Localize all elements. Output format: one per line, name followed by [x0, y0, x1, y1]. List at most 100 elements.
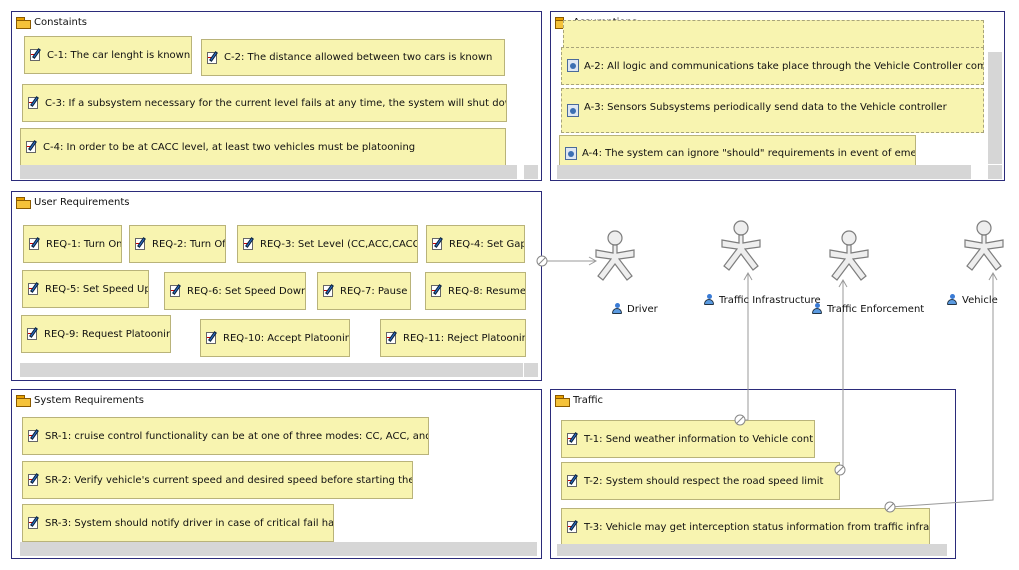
requirement-icon [28, 473, 40, 486]
connector-t3-to-vehicle [889, 273, 994, 508]
traffic-requirement-text: T-2: System should respect the road spee… [584, 475, 824, 487]
horizontal-scrollbar[interactable] [20, 165, 517, 179]
requirement-icon [28, 516, 40, 529]
requirement-icon [432, 237, 444, 250]
constraint-text: C-1: The car lenght is known [47, 49, 191, 61]
actor-name: Traffic Enforcement [827, 303, 925, 315]
package-title: System Requirements [16, 393, 144, 407]
scrollbar-corner [524, 363, 538, 377]
requirement-text: REQ-1: Turn On [46, 238, 122, 250]
requirement-req7[interactable]: REQ-7: Pause [317, 272, 411, 310]
requirement-icon [243, 237, 255, 250]
requirement-text: REQ-7: Pause [340, 285, 408, 297]
vertical-scrollbar[interactable] [988, 52, 1002, 164]
system-requirement-text: SR-1: cruise control functionality can b… [45, 430, 429, 442]
actor-icon [702, 294, 715, 306]
traffic-requirement-t1[interactable]: T-1: Send weather information to Vehicle… [561, 420, 815, 458]
system-requirement-text: SR-2: Verify vehicle's current speed and… [45, 474, 413, 486]
requirement-text: REQ-2: Turn Off [152, 238, 226, 250]
actor-icon [945, 294, 958, 306]
requirement-icon [28, 96, 40, 109]
vehicle-actor-figure [964, 220, 1004, 271]
requirement-text: REQ-9: Request Platooning [44, 328, 171, 340]
requirement-req4[interactable]: REQ-4: Set Gap [426, 225, 525, 263]
horizontal-scrollbar[interactable] [557, 544, 947, 556]
requirement-icon [567, 474, 579, 487]
package-assumptions[interactable]: Assumptions A-2: All logic and communica… [550, 11, 1005, 181]
actor-traffic-enforcement[interactable]: Traffic Enforcement [810, 303, 924, 315]
requirement-icon [26, 140, 38, 153]
requirement-icon [206, 331, 218, 344]
package-system-requirements[interactable]: System Requirements SR-1: cruise control… [11, 389, 542, 559]
requirement-req8[interactable]: REQ-8: Resume [425, 272, 526, 310]
folder-icon [16, 16, 31, 29]
package-title: Traffic [555, 393, 603, 407]
requirement-text: REQ-10: Accept Platooning [223, 332, 350, 344]
constraint-c3[interactable]: C-3: If a subsystem necessary for the cu… [22, 84, 507, 122]
actor-driver[interactable]: Driver [610, 303, 658, 315]
requirement-req11[interactable]: REQ-11: Reject Platooning [380, 319, 526, 357]
requirement-text: REQ-11: Reject Platooning [403, 332, 526, 344]
assumption-text: A-3: Sensors Subsystems periodically sen… [584, 102, 947, 113]
assumption-a1-partial[interactable] [563, 20, 984, 48]
package-title-label: Traffic [573, 394, 604, 406]
actor-name: Vehicle [962, 294, 998, 306]
constraint-text: C-2: The distance allowed between two ca… [224, 52, 493, 63]
requirement-icon [386, 331, 398, 344]
requirement-req5[interactable]: REQ-5: Set Speed Up [22, 270, 149, 308]
assumption-text: A-2: All logic and communications take p… [584, 60, 984, 72]
package-traffic[interactable]: Traffic T-1: Send weather information to… [550, 389, 956, 559]
requirement-text: REQ-6: Set Speed Down [187, 285, 306, 297]
requirement-text: REQ-4: Set Gap [449, 238, 525, 250]
traffic-requirement-t3[interactable]: T-3: Vehicle may get interception status… [561, 508, 930, 546]
system-requirement-sr2[interactable]: SR-2: Verify vehicle's current speed and… [22, 461, 413, 499]
requirement-req9[interactable]: REQ-9: Request Platooning [21, 315, 171, 353]
requirement-req6[interactable]: REQ-6: Set Speed Down [164, 272, 306, 310]
requirement-icon [323, 284, 335, 297]
traffic-infrastructure-actor-figure [721, 220, 761, 271]
assumption-icon [567, 59, 579, 72]
requirement-icon [27, 327, 39, 340]
package-title: User Requirements [16, 195, 130, 209]
horizontal-scrollbar[interactable] [20, 363, 523, 377]
traffic-enforcement-actor-figure [829, 230, 869, 281]
package-user-requirements[interactable]: User Requirements REQ-1: Turn On REQ-2: … [11, 191, 542, 381]
package-constraints[interactable]: Constaints C-1: The car lenght is known … [11, 11, 542, 181]
assumption-a3[interactable]: A-3: Sensors Subsystems periodically sen… [561, 88, 984, 133]
actor-vehicle[interactable]: Vehicle [945, 294, 998, 306]
driver-actor-figure [595, 230, 635, 281]
requirement-req1[interactable]: REQ-1: Turn On [23, 225, 122, 263]
actor-name: Driver [627, 303, 658, 315]
constraint-c1[interactable]: C-1: The car lenght is known [24, 36, 192, 74]
requirement-icon [431, 284, 443, 297]
system-requirement-sr1[interactable]: SR-1: cruise control functionality can b… [22, 417, 429, 455]
assumption-text: A-4: The system can ignore "should" requ… [582, 148, 916, 159]
traffic-requirement-t2[interactable]: T-2: System should respect the road spee… [561, 462, 840, 500]
requirement-icon [567, 520, 579, 533]
folder-icon [16, 394, 31, 407]
constraint-c4[interactable]: C-4: In order to be at CACC level, at le… [20, 128, 506, 166]
traffic-requirement-text: T-1: Send weather information to Vehicle… [584, 433, 815, 445]
folder-icon [555, 394, 570, 407]
constraint-text: C-3: If a subsystem necessary for the cu… [45, 97, 507, 109]
requirement-icon [207, 50, 219, 64]
horizontal-scrollbar[interactable] [20, 542, 537, 556]
horizontal-scrollbar[interactable] [557, 165, 971, 179]
requirement-req10[interactable]: REQ-10: Accept Platooning [200, 319, 350, 357]
actor-traffic-infrastructure[interactable]: Traffic Infrastructure [702, 294, 821, 306]
requirement-icon [170, 284, 182, 297]
requirement-icon [30, 48, 42, 61]
requirement-icon [567, 432, 579, 445]
requirement-text: REQ-5: Set Speed Up [45, 283, 149, 295]
package-title: Constaints [16, 15, 87, 29]
requirement-text: REQ-3: Set Level (CC,ACC,CACC) [260, 238, 418, 250]
package-title-label: Constaints [34, 16, 87, 28]
constraint-c2[interactable]: C-2: The distance allowed between two ca… [201, 39, 505, 76]
scrollbar-corner [524, 165, 538, 179]
system-requirement-sr3[interactable]: SR-3: System should notify driver in cas… [22, 504, 334, 542]
assumption-a2[interactable]: A-2: All logic and communications take p… [561, 47, 984, 85]
requirement-req3[interactable]: REQ-3: Set Level (CC,ACC,CACC) [237, 225, 418, 263]
scrollbar-corner [988, 165, 1002, 179]
requirement-req2[interactable]: REQ-2: Turn Off [129, 225, 226, 263]
